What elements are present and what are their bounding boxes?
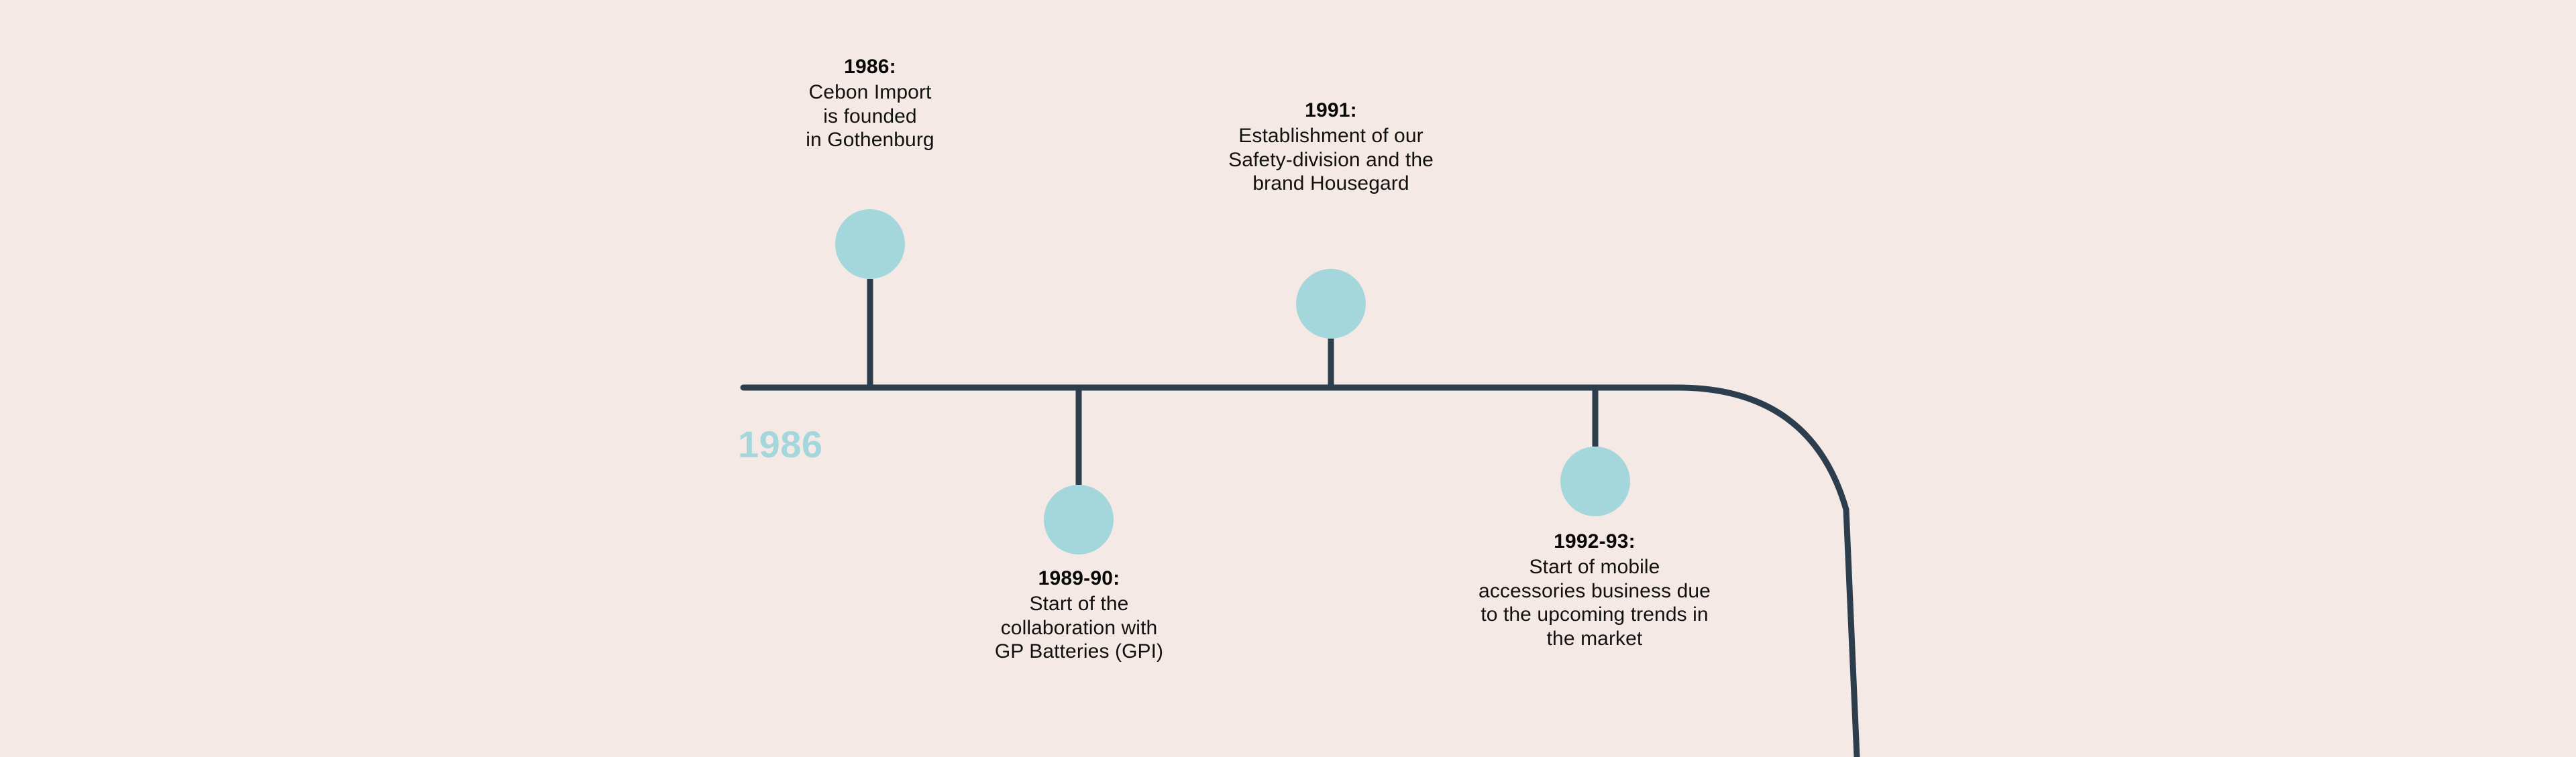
node-1992-93[interactable] bbox=[1560, 447, 1630, 516]
era-label-1986: 1986 bbox=[738, 423, 823, 465]
milestone-year-1991: 1991: bbox=[1305, 99, 1357, 121]
milestone-1991[interactable]: 1991: Establishment of our Safety-divisi… bbox=[1153, 99, 1509, 196]
milestone-year-1989-90: 1989-90: bbox=[1038, 567, 1120, 589]
milestone-body-1989-90: Start of the collaboration with GP Batte… bbox=[994, 593, 1164, 663]
milestone-body-1992-93: Start of mobile accessories business due… bbox=[1479, 556, 1711, 650]
milestone-1992-93[interactable]: 1992-93: Start of mobile accessories bus… bbox=[1393, 530, 1796, 650]
milestone-year-1986: 1986: bbox=[844, 56, 896, 78]
milestone-1986[interactable]: 1986: Cebon Import is founded in Gothenb… bbox=[743, 55, 998, 152]
milestone-1989-90[interactable]: 1989-90: Start of the collaboration with… bbox=[933, 567, 1225, 664]
node-1986[interactable] bbox=[835, 209, 905, 279]
milestone-body-1991: Establishment of our Safety-division and… bbox=[1228, 125, 1434, 195]
milestone-body-1986: Cebon Import is founded in Gothenburg bbox=[806, 81, 934, 152]
node-1989-90[interactable] bbox=[1044, 485, 1114, 555]
node-1991[interactable] bbox=[1296, 269, 1366, 339]
milestone-year-1992-93: 1992-93: bbox=[1554, 530, 1635, 552]
